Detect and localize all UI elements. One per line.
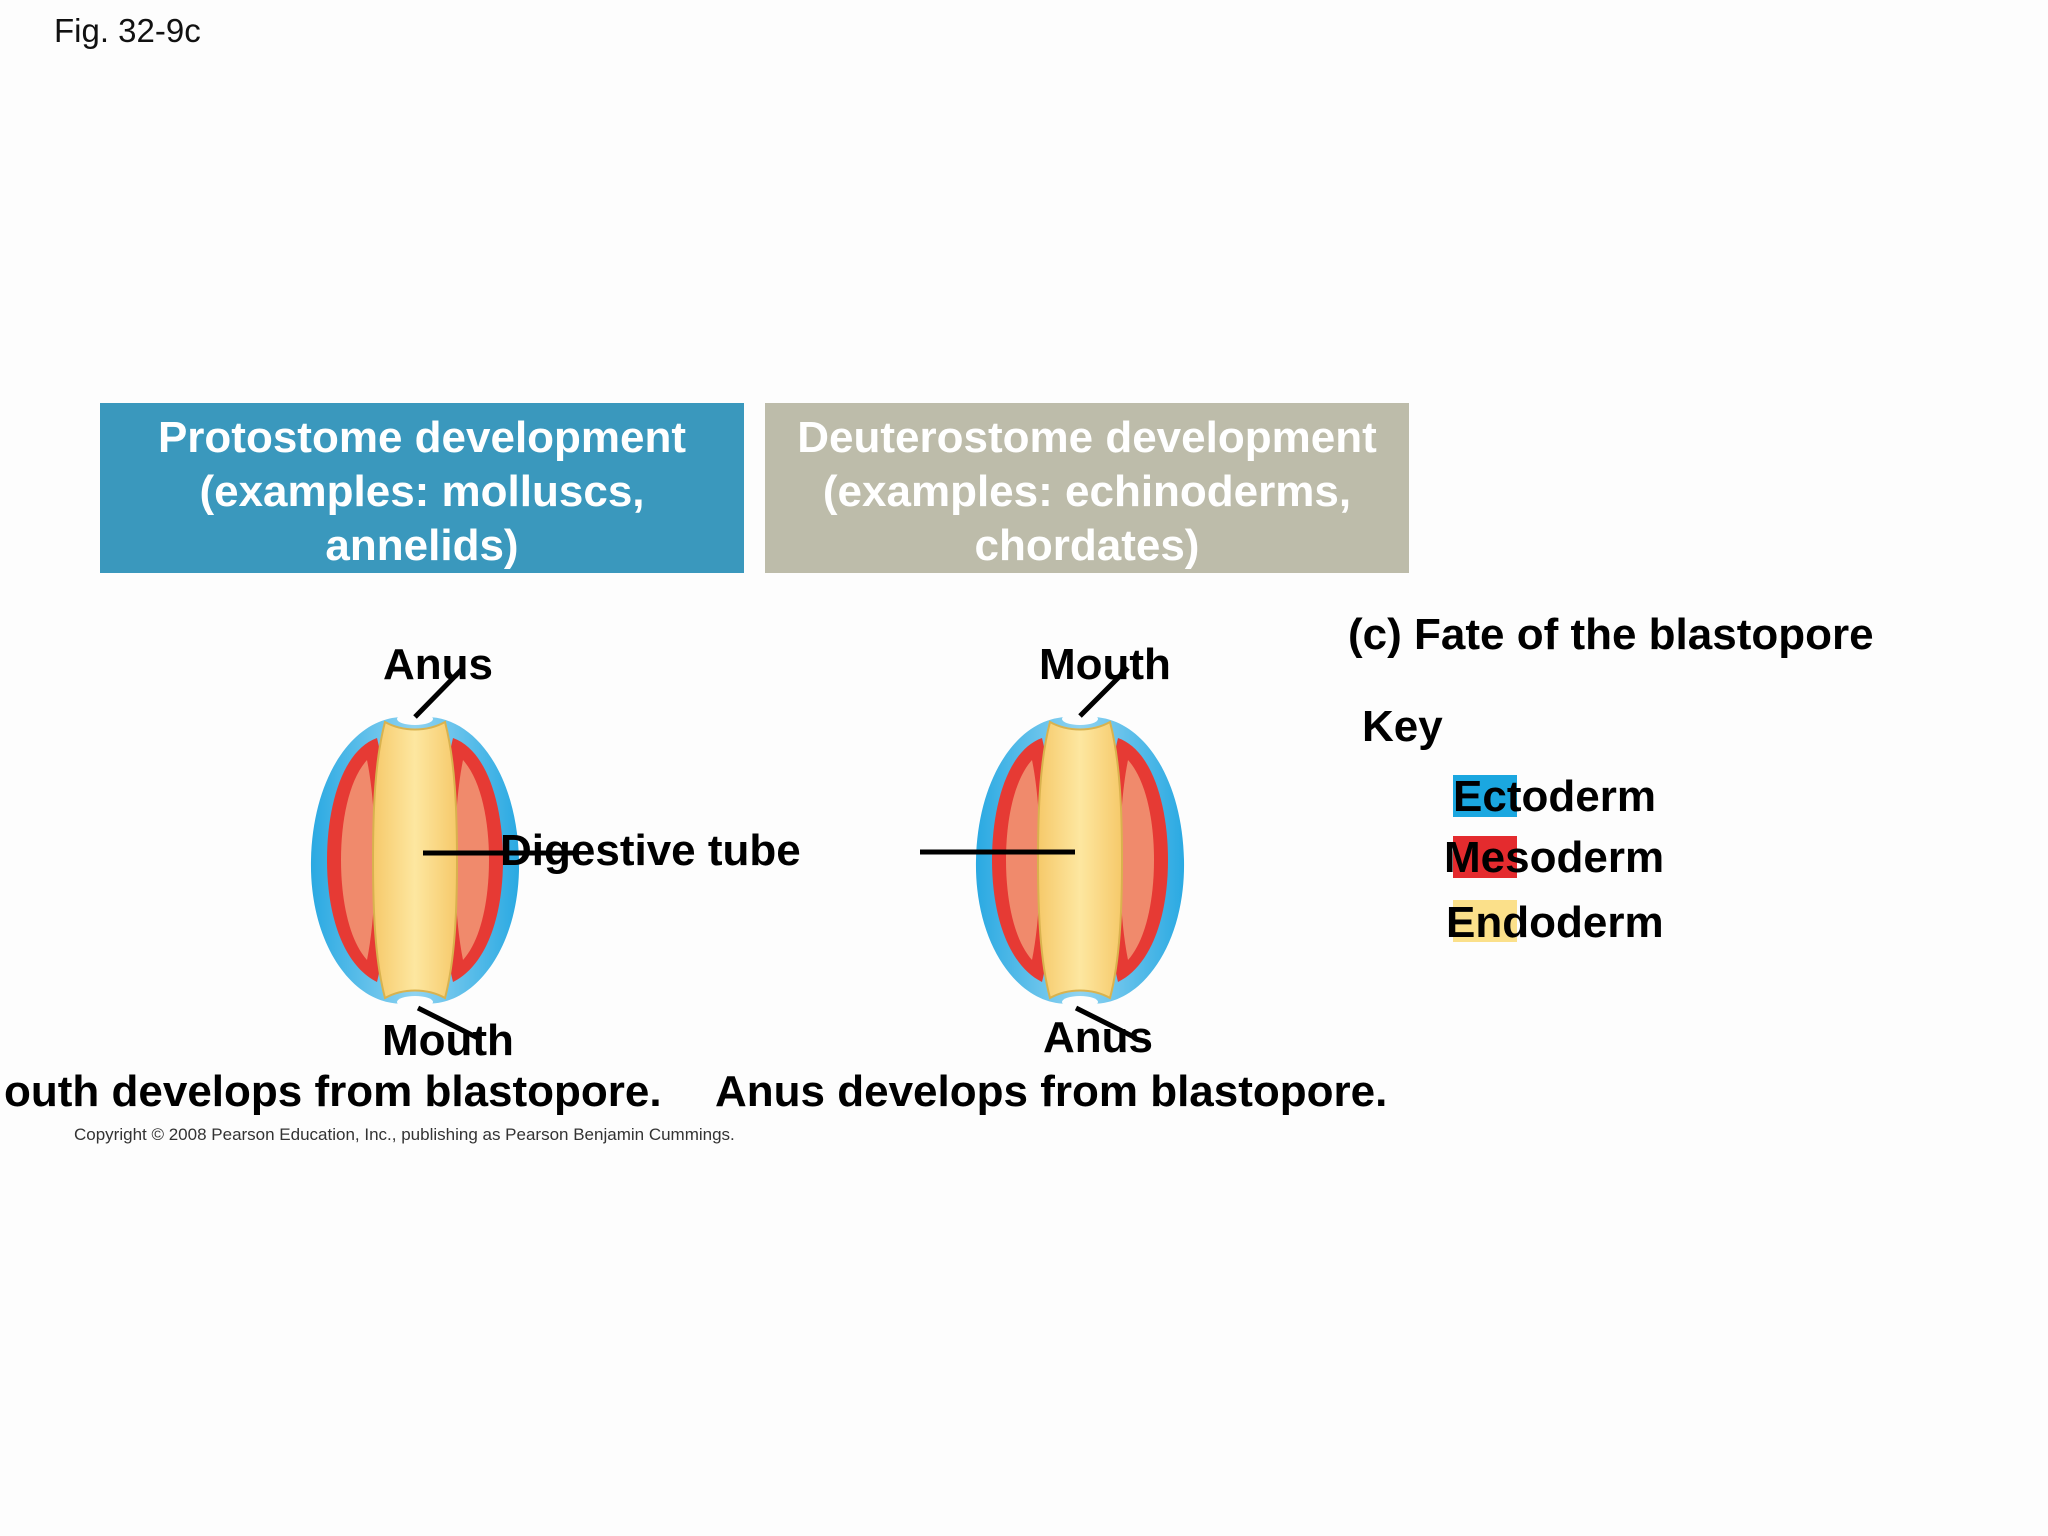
key-title: Key (1362, 702, 1443, 751)
deuterostome-bottom-label: Anus (1043, 1013, 1153, 1062)
digestive-tube-label: Digestive tube (500, 826, 801, 875)
endoderm-swatch (1453, 900, 1517, 942)
endoderm-tube (371, 720, 459, 1000)
figure-label: Fig. 32-9c (54, 12, 201, 49)
endoderm-key-label: Endoderm (1446, 898, 1664, 947)
ectoderm-swatch (1453, 775, 1517, 817)
protostome-header-line: Protostome development (157, 413, 687, 462)
protostome-embryo (310, 713, 520, 1008)
mesoderm-swatch (1453, 836, 1517, 878)
deuterostome-caption: Anus develops from blastopore. (715, 1067, 1388, 1116)
protostome-mouth-leader (416, 1005, 480, 1041)
endoderm-tube (1036, 720, 1124, 1000)
protostome-header: Protostome development (examples: mollus… (100, 403, 744, 573)
protostome-caption: outh develops from blastopore. (4, 1067, 662, 1116)
protostome-top-label: Anus (383, 640, 493, 689)
deuterostome-anus-leader (1074, 1005, 1138, 1041)
protostome-anus-leader (413, 666, 465, 719)
panel-title: (c) Fate of the blastopore (1348, 610, 1874, 659)
deuterostome-header-line: (examples: echinoderms, (822, 467, 1352, 516)
deuterostome-embryo (975, 713, 1185, 1008)
protostome-header-line: annelids) (325, 521, 519, 570)
deuterostome-header-line: chordates) (974, 521, 1200, 570)
ectoderm-key-label: Ectoderm (1453, 772, 1656, 821)
protostome-bottom-label: Mouth (382, 1016, 514, 1065)
mesoderm-key-label: Mesoderm (1444, 833, 1665, 882)
deuterostome-top-label: Mouth (1039, 640, 1171, 689)
deuterostome-mouth-leader (1078, 666, 1130, 718)
deuterostome-header-line: Deuterostome development (797, 413, 1377, 462)
copyright-notice: Copyright © 2008 Pearson Education, Inc.… (74, 1125, 735, 1144)
protostome-header-line: (examples: molluscs, (199, 467, 645, 516)
deuterostome-header: Deuterostome development (examples: echi… (765, 403, 1409, 573)
